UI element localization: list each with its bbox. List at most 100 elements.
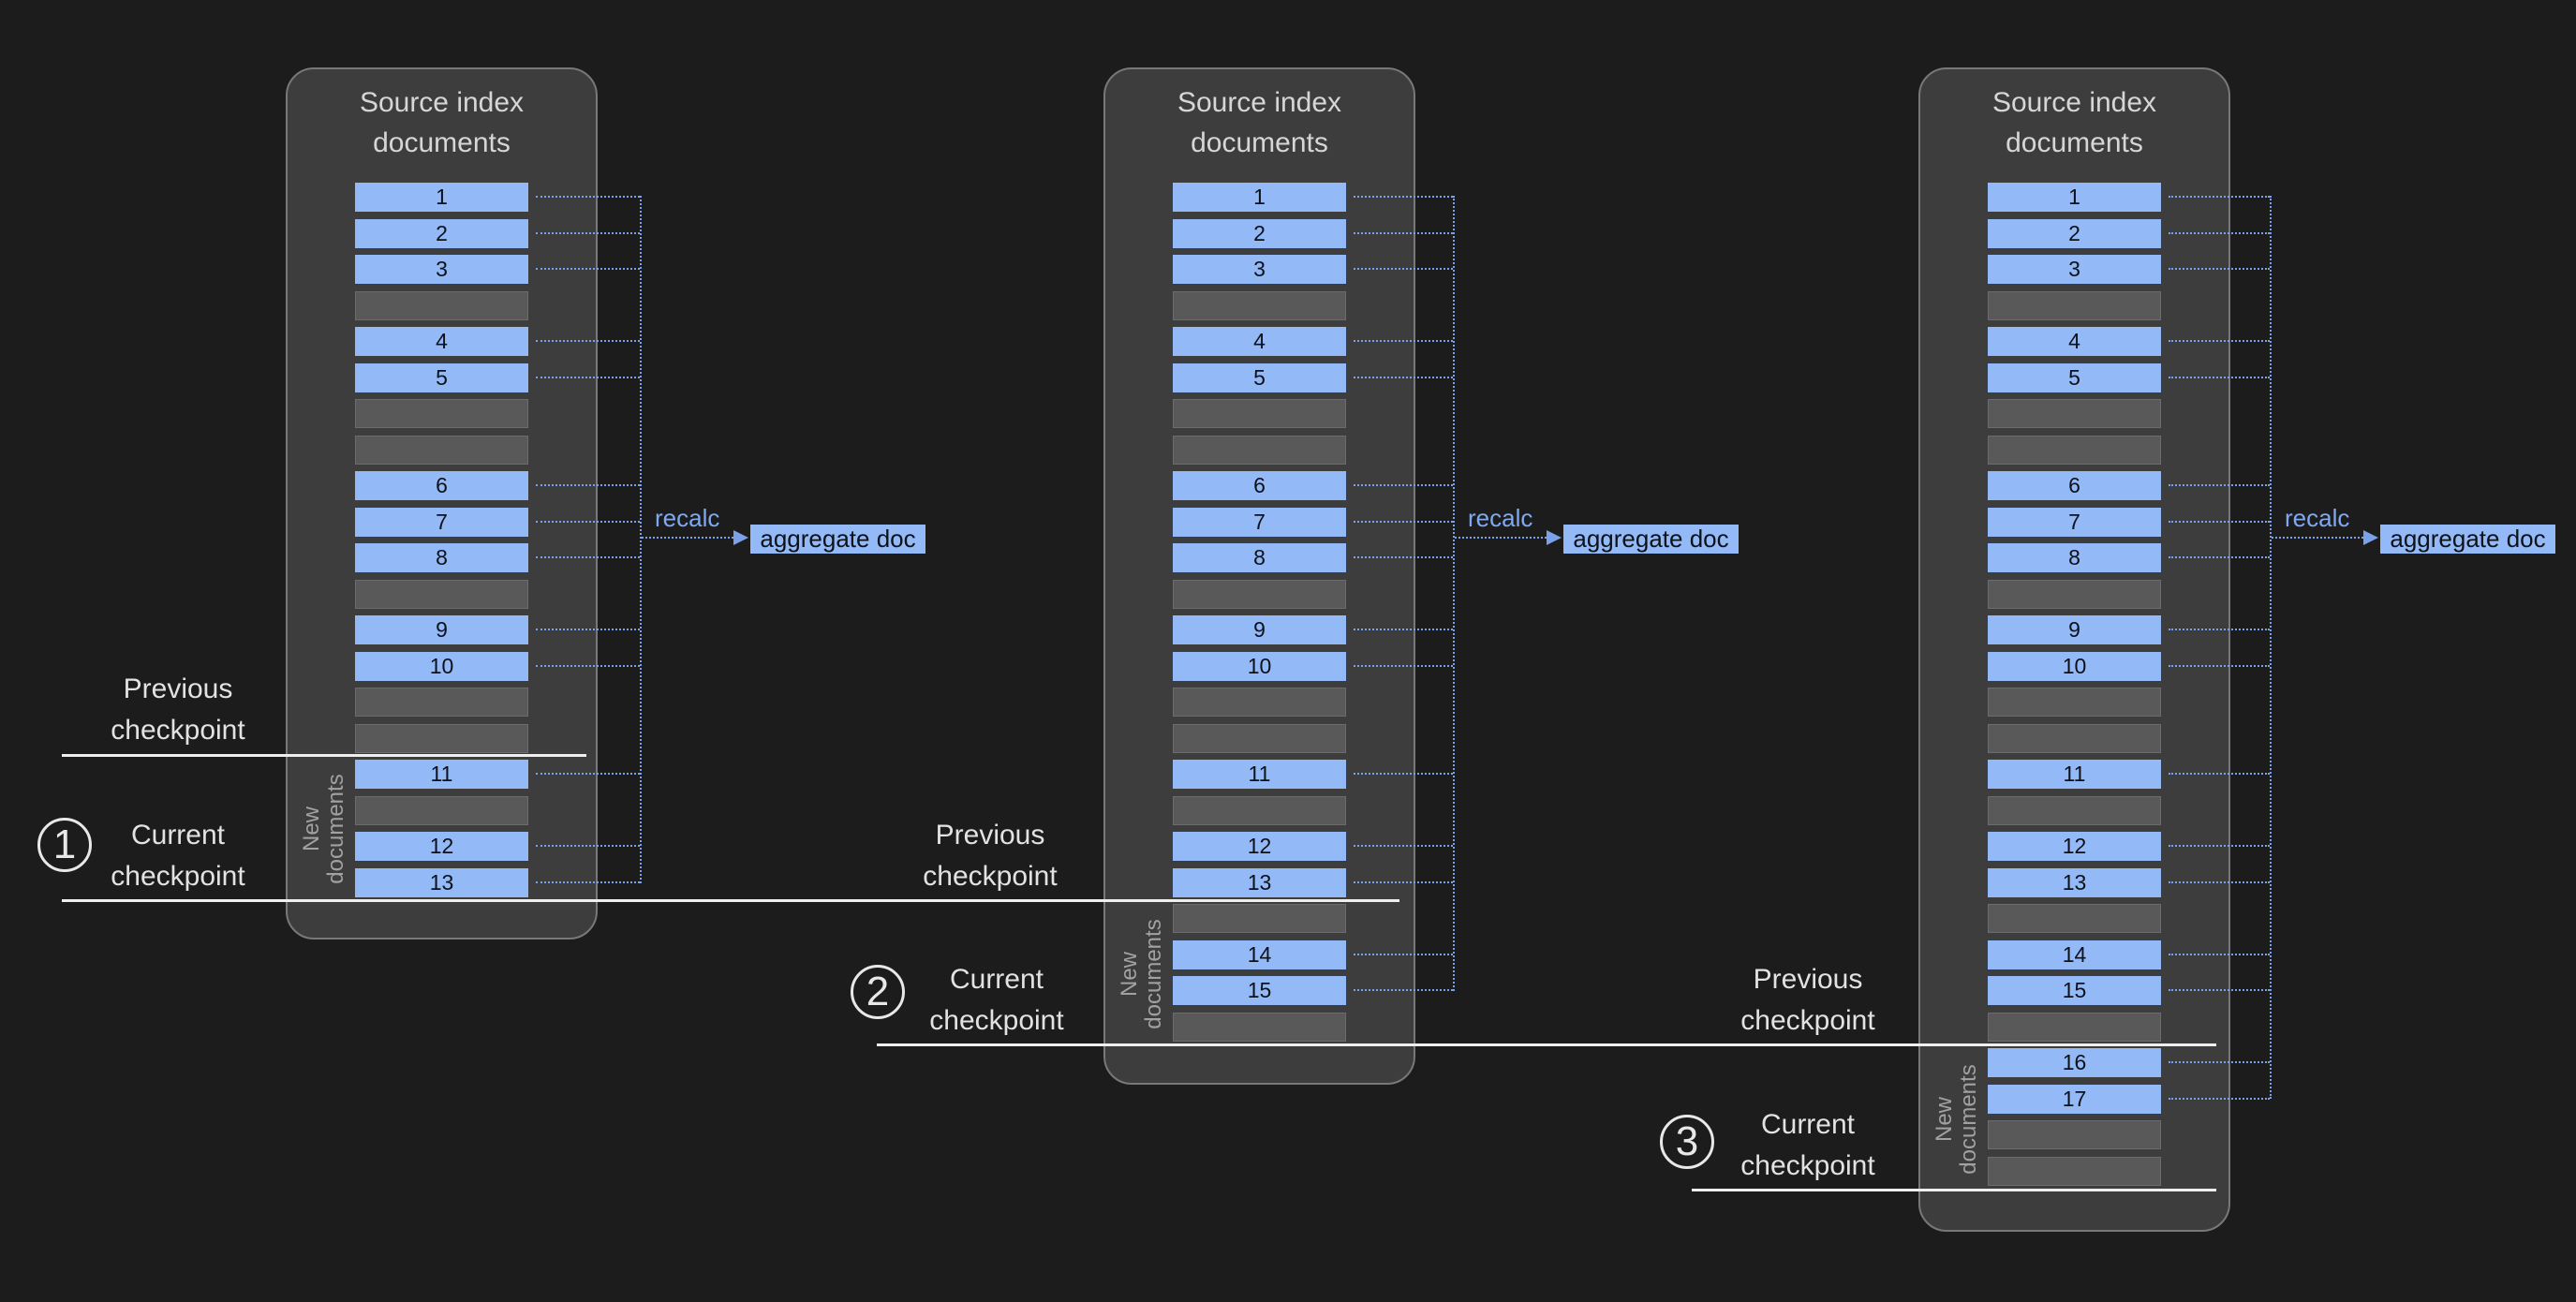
- doc-leader-line: [1354, 232, 1453, 234]
- doc-leader-line: [536, 484, 640, 486]
- doc-bar: 16: [1988, 1048, 2161, 1077]
- doc-leader-line: [2169, 340, 2270, 342]
- doc-bar: 6: [355, 471, 528, 500]
- doc-leader-line: [2169, 629, 2270, 630]
- doc-bar: 9: [1988, 615, 2161, 644]
- doc-bar: 1: [1988, 183, 2161, 212]
- recalc-label: recalc: [2285, 504, 2350, 532]
- recalc-label: recalc: [1468, 504, 1533, 532]
- doc-bar: 10: [1988, 652, 2161, 681]
- doc-bar: 8: [1173, 543, 1346, 572]
- doc-leader-line: [536, 521, 640, 523]
- empty-slot: [1988, 580, 2161, 609]
- empty-slot: [1988, 436, 2161, 465]
- doc-leader-line: [1354, 845, 1453, 847]
- empty-slot: [1988, 904, 2161, 933]
- doc-bar: 6: [1988, 471, 2161, 500]
- doc-bar: 1: [1173, 183, 1346, 212]
- panel-title: Source index documents: [1177, 87, 1342, 158]
- doc-bar: 8: [1988, 543, 2161, 572]
- checkpoint-line-current-1-previous-2: [62, 899, 1399, 902]
- doc-leader-line: [2169, 1098, 2270, 1100]
- empty-slot: [1988, 724, 2161, 753]
- aggregate-doc-box: aggregate doc: [750, 525, 925, 554]
- recalc-arrow: [1455, 537, 1547, 539]
- empty-slot: [1988, 1013, 2161, 1042]
- doc-leader-line: [536, 773, 640, 775]
- doc-bar: 14: [1988, 940, 2161, 969]
- empty-slot: [1173, 688, 1346, 717]
- doc-leader-line: [1354, 268, 1453, 270]
- doc-bar: 4: [1988, 327, 2161, 356]
- doc-leader-line: [1354, 881, 1453, 883]
- checkpoint-line-current-3: [1692, 1189, 2216, 1191]
- doc-leader-line: [1354, 484, 1453, 486]
- empty-slot: [1173, 724, 1346, 753]
- doc-bar: 7: [355, 508, 528, 537]
- doc-bar: 5: [1988, 363, 2161, 392]
- doc-bar: 12: [1173, 832, 1346, 861]
- source-index-panel-1: Source index documents: [286, 67, 598, 940]
- doc-leader-line: [1354, 196, 1453, 198]
- doc-bar: 4: [1173, 327, 1346, 356]
- doc-leader-line: [1354, 521, 1453, 523]
- doc-bar: 7: [1988, 508, 2161, 537]
- doc-bar: 2: [1988, 219, 2161, 248]
- doc-leader-line: [2169, 954, 2270, 955]
- doc-leader-line: [2169, 556, 2270, 558]
- leader-bracket-line: [2270, 196, 2272, 1099]
- doc-leader-line: [536, 845, 640, 847]
- new-documents-label-2: New documents: [1117, 919, 1166, 1029]
- recalc-arrowhead-icon: [2363, 530, 2378, 545]
- empty-slot: [1173, 796, 1346, 825]
- doc-bar: 5: [1173, 363, 1346, 392]
- doc-bar: 3: [1988, 255, 2161, 284]
- doc-bar: 6: [1173, 471, 1346, 500]
- checkpoint-line-previous-1: [62, 754, 586, 757]
- empty-slot: [1988, 1120, 2161, 1149]
- recalc-arrow: [642, 537, 733, 539]
- empty-slot: [355, 688, 528, 717]
- empty-slot: [355, 436, 528, 465]
- empty-slot: [355, 291, 528, 320]
- panel-title: Source index documents: [1991, 87, 2157, 158]
- doc-leader-line: [1354, 665, 1453, 667]
- current-checkpoint-label-3: Current checkpoint: [1740, 1109, 1875, 1181]
- doc-leader-line: [2169, 268, 2270, 270]
- empty-slot: [355, 796, 528, 825]
- doc-bar: 15: [1173, 976, 1346, 1005]
- doc-bar: 11: [1988, 760, 2161, 789]
- step-badge-1: 1: [37, 818, 92, 872]
- recalc-label: recalc: [655, 504, 720, 532]
- doc-bar: 10: [1173, 652, 1346, 681]
- previous-checkpoint-label-2: Previous checkpoint: [923, 820, 1058, 892]
- doc-bar: 8: [355, 543, 528, 572]
- doc-leader-line: [1354, 989, 1453, 991]
- doc-bar: 4: [355, 327, 528, 356]
- doc-bar: 11: [355, 760, 528, 789]
- doc-bar: 9: [1173, 615, 1346, 644]
- checkpoint-line-current-2-previous-3: [877, 1043, 2216, 1046]
- empty-slot: [355, 399, 528, 428]
- empty-slot: [355, 724, 528, 753]
- leader-bracket-line: [640, 196, 642, 883]
- new-documents-label-1: New documents: [299, 774, 348, 884]
- doc-leader-line: [1354, 773, 1453, 775]
- empty-slot: [1173, 436, 1346, 465]
- doc-leader-line: [1354, 629, 1453, 630]
- doc-leader-line: [536, 377, 640, 378]
- current-checkpoint-label-2: Current checkpoint: [929, 964, 1064, 1036]
- aggregate-doc-box: aggregate doc: [1563, 525, 1739, 554]
- recalc-arrow: [2272, 537, 2363, 539]
- doc-bar: 14: [1173, 940, 1346, 969]
- doc-bar: 11: [1173, 760, 1346, 789]
- doc-bar: 17: [1988, 1085, 2161, 1114]
- recalc-arrowhead-icon: [733, 530, 748, 545]
- doc-bar: 7: [1173, 508, 1346, 537]
- empty-slot: [1173, 399, 1346, 428]
- doc-leader-line: [536, 232, 640, 234]
- current-checkpoint-label-1: Current checkpoint: [111, 820, 245, 892]
- doc-leader-line: [1354, 340, 1453, 342]
- doc-leader-line: [2169, 196, 2270, 198]
